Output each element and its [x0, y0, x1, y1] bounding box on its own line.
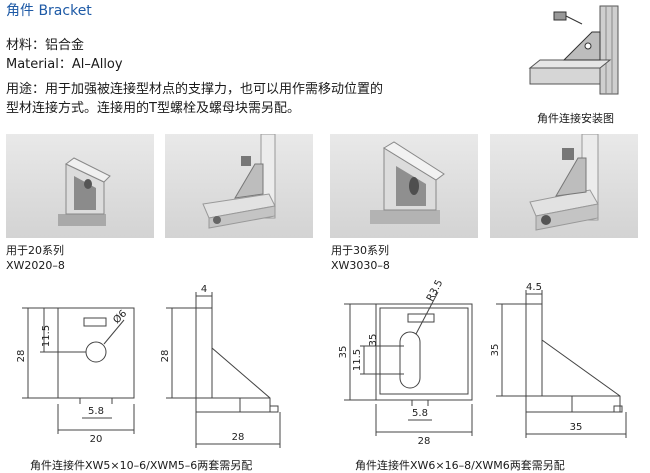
product-code-30: XW3030–8 [331, 259, 390, 272]
dim-right-2: 35 [338, 346, 349, 359]
photo-install-20 [165, 134, 313, 238]
dim-right-9: 35 [570, 422, 583, 433]
dim-left-7: 28 [160, 350, 171, 363]
dim-left-6: 4 [201, 284, 207, 295]
drawing-bracket-20: 11.5 Ø6 28 5.8 20 4 28 28 [16, 284, 281, 448]
dim-left-8: 28 [232, 432, 245, 443]
usage-line-2: 型材连接方式。连接用的T型螺栓及螺母块需另配。 [6, 101, 300, 116]
product-series-20: 用于20系列 [6, 244, 64, 257]
dim-left-4: 5.8 [88, 406, 104, 417]
photo-bracket-30 [330, 134, 478, 238]
usage-line-1: 用途：用于加强被连接型材点的支撑力，也可以用作需移动位置的 [6, 82, 384, 97]
drawing-left-caption: 角件连接件XW5×10–6/XWM5–6两套需另配 [30, 459, 253, 472]
photo-install-30 [490, 134, 638, 238]
dim-left-3: 28 [16, 350, 27, 363]
dim-right-4: 35 [368, 334, 379, 347]
material-en: Material：Al–Alloy [6, 57, 123, 72]
dim-left-2: Ø6 [111, 308, 130, 327]
dim-right-3: 11.5 [352, 349, 363, 371]
dim-left-5: 20 [90, 434, 103, 445]
drawing-right-caption: 角件连接件XW6×16–8/XWM6两套需另配 [355, 459, 565, 472]
page-title: 角件 Bracket [6, 3, 92, 19]
installation-caption: 角件连接安装图 [537, 112, 614, 125]
dim-right-6: 28 [418, 436, 431, 447]
material-cn: 材料：铝合金 [6, 38, 85, 53]
dim-left-1: 11.5 [41, 325, 52, 347]
installation-sketch [528, 5, 619, 95]
dim-right-1: R3.5 [425, 280, 445, 303]
dim-right-8: 35 [490, 344, 501, 357]
product-series-30: 用于30系列 [331, 244, 389, 257]
product-code-20: XW2020–8 [6, 259, 65, 272]
dim-right-5: 5.8 [412, 408, 428, 419]
dim-right-7: 4.5 [526, 282, 542, 293]
drawing-bracket-30: R3.5 35 11.5 35 5.8 28 4.5 35 35 [338, 280, 627, 447]
photo-bracket-20 [6, 134, 154, 238]
